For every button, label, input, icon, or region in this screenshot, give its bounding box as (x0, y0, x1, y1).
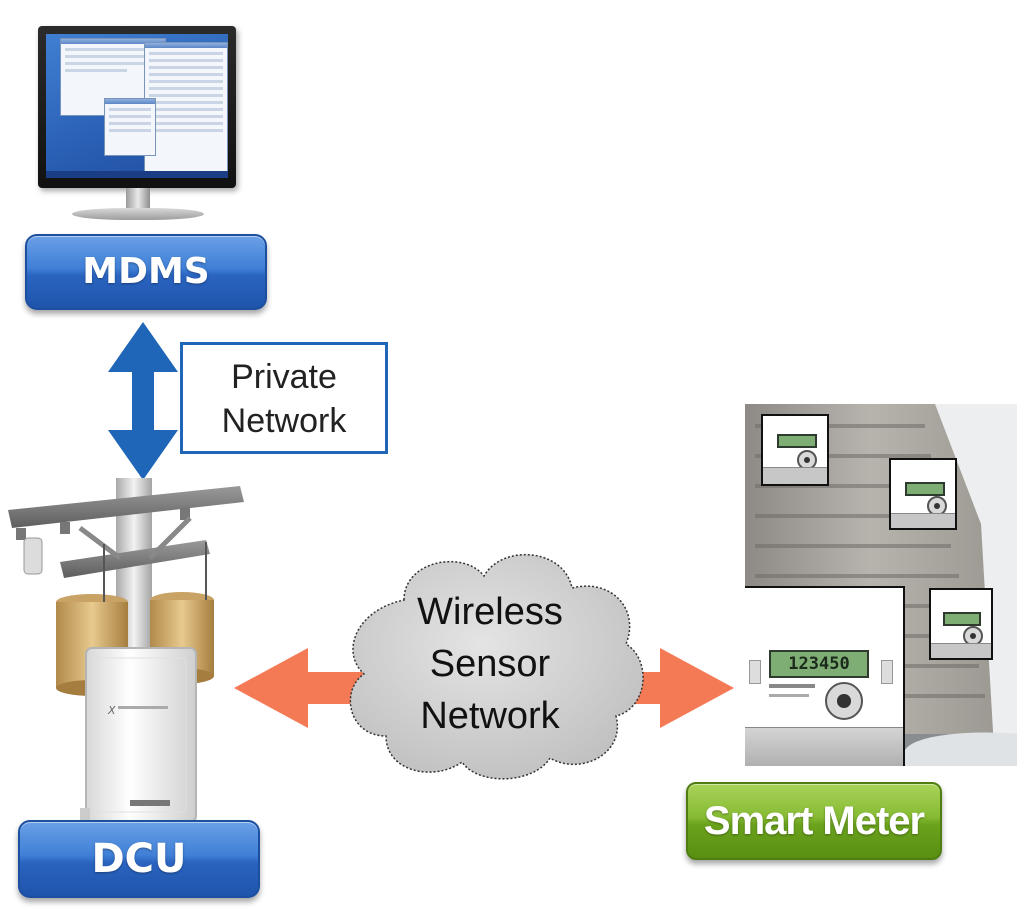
dcu-pole-image: X (8, 478, 244, 822)
private-network-arrow (108, 322, 178, 480)
svg-text:X: X (107, 704, 116, 717)
smart-meter-small-2 (889, 458, 957, 530)
wireless-sensor-network-label: Wireless Sensor Network (370, 586, 610, 742)
wireless-line2: Sensor (429, 643, 551, 685)
wireless-sensor-cloud (349, 554, 644, 780)
smart-meter-small-1 (761, 414, 829, 486)
smart-meter-label: Smart Meter (686, 782, 942, 860)
monitor-screen (46, 34, 228, 178)
meter-display-reading: 123450 (788, 654, 850, 674)
wireless-line1: Wireless (417, 591, 563, 633)
smart-meter-small-3 (929, 588, 993, 660)
mdms-label: MDMS (25, 234, 267, 310)
apartment-building-photo: 123450 (745, 404, 1017, 766)
private-network-line1: Private (231, 358, 337, 396)
smart-meter-large: 123450 (745, 586, 905, 766)
private-network-box: Private Network (180, 342, 388, 454)
private-network-line2: Network (221, 402, 347, 440)
wireless-line3: Network (420, 695, 560, 737)
dcu-label: DCU (18, 820, 260, 898)
mdms-monitor-image (30, 22, 250, 232)
